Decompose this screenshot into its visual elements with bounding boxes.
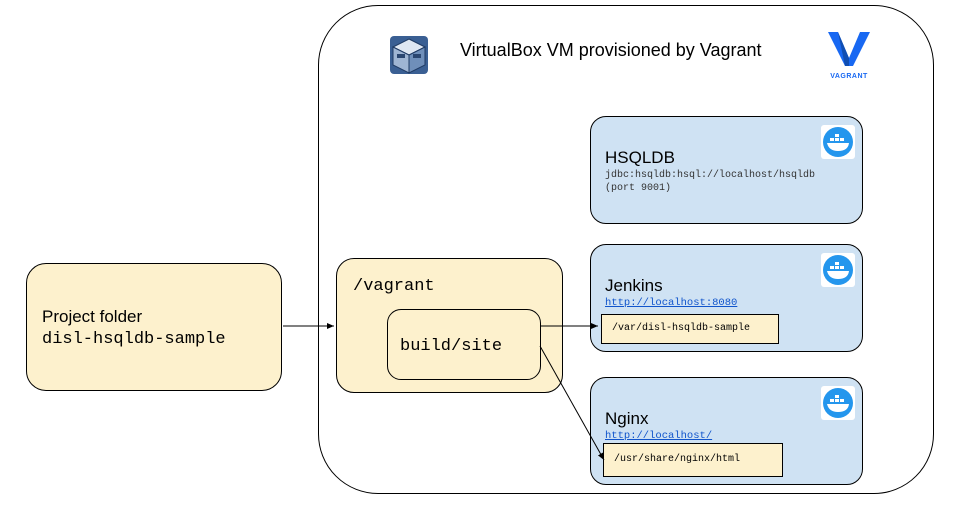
project-folder-label: Project folder: [42, 307, 143, 326]
vagrant-logo-text: VAGRANT: [830, 73, 868, 80]
hsqldb-jdbc-url: jdbc:hsqldb:hsql://localhost/hsqldb: [605, 170, 816, 181]
jenkins-mount-box: /var/disl-hsqldb-sample: [601, 314, 779, 344]
nginx-mount-box: /usr/share/nginx/html: [603, 443, 783, 477]
nginx-url-link[interactable]: http://localhost/: [605, 430, 713, 442]
hsqldb-port: (port 9001): [605, 183, 672, 194]
jenkins-url-link[interactable]: http://localhost:8080: [605, 297, 738, 309]
vagrant-folder-path: /vagrant: [353, 277, 435, 296]
build-site-label: build/site: [400, 337, 503, 356]
virtualbox-icon: [386, 32, 432, 78]
build-site-box: build/site: [387, 309, 541, 380]
jenkins-title: Jenkins: [605, 276, 663, 295]
nginx-container: Nginx http://localhost/ /usr/share/nginx…: [590, 377, 863, 485]
docker-icon: [821, 386, 855, 420]
vm-title: VirtualBox VM provisioned by Vagrant: [460, 40, 762, 60]
project-folder-name: disl-hsqldb-sample: [42, 330, 226, 349]
project-folder-box: Project folder disl-hsqldb-sample: [26, 263, 282, 391]
docker-icon: [821, 125, 855, 159]
docker-icon: [821, 253, 855, 287]
vagrant-folder-box: /vagrant build/site: [336, 258, 563, 393]
nginx-title: Nginx: [605, 409, 649, 428]
jenkins-container: Jenkins http://localhost:8080 /var/disl-…: [590, 244, 863, 352]
hsqldb-title: HSQLDB: [605, 148, 675, 167]
vagrant-logo: VAGRANT: [826, 30, 872, 82]
hsqldb-container: HSQLDB jdbc:hsqldb:hsql://localhost/hsql…: [590, 116, 863, 224]
